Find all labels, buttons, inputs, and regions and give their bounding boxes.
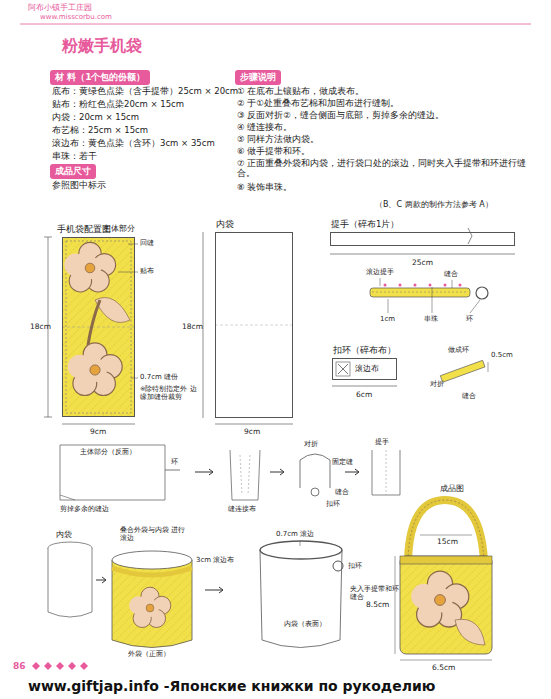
label: ③ 反面对折②，缝合侧面与底部，剪掉多余的缝边。 <box>237 110 444 120</box>
label: 3cm 滚边布 <box>196 556 234 564</box>
label: 阿布小镇手工庄园 <box>28 3 92 13</box>
label: ⑥ 做手提带和环。 <box>237 146 310 156</box>
label: ① 在底布上镶贴布，做成表布。 <box>237 86 364 96</box>
label: 9cm <box>244 427 260 436</box>
label: 15cm <box>437 537 458 546</box>
pattern-piece: 提手（碎布1片） <box>330 232 515 246</box>
label: 滚边提手 <box>366 268 394 276</box>
label: 外袋（正面） <box>128 650 170 658</box>
piece-label: 提手（碎布1片） <box>331 219 399 229</box>
pattern-piece: 手机袋配置图主体部分 <box>62 237 135 417</box>
header-text: 材 料（1个包的份额） <box>55 72 145 82</box>
label: 扣环 <box>326 500 340 508</box>
label: 8.5cm <box>366 600 389 609</box>
label: 对折 <box>304 440 318 448</box>
label: 86 <box>13 661 26 672</box>
label: www.giftjap.info -Японские книжки по рук… <box>28 678 435 695</box>
piece-label: 滚边布 <box>355 364 379 374</box>
label: 6cm <box>356 390 372 399</box>
label: 18cm <box>30 322 51 331</box>
label: ⑤ 同样方法做内袋。 <box>237 134 319 144</box>
piece-label: 扣环（碎布布） <box>333 345 396 355</box>
label: 串珠 <box>424 315 438 323</box>
label: 25cm <box>412 258 433 267</box>
label: 0.7cm 缝份 <box>140 373 178 381</box>
label: 对折 <box>430 380 444 388</box>
piece-label: 内袋 <box>216 219 234 229</box>
label: 底布：黄绿色点染（含手提带）25cm × 20cm <box>52 86 238 96</box>
label: 缝合 <box>462 392 476 400</box>
label: 贴布：粉红色点染20cm × 15cm <box>52 99 184 109</box>
label: ⑦ 正面重叠外袋和内袋，进行袋口处的滚边，同时夹入手提带和环进行缝合。 <box>237 158 535 178</box>
label: 0.5cm <box>491 351 513 359</box>
label: 固定缝 <box>332 458 353 466</box>
label: 提手 <box>375 438 389 446</box>
label: 叠合外袋与内袋 进行滚边 <box>120 526 186 543</box>
label: ⑧ 装饰串珠。 <box>237 182 292 192</box>
header-text: 步骤说明 <box>240 72 276 82</box>
label: 缝合 <box>444 270 458 278</box>
section-header: 步骤说明 <box>235 70 281 85</box>
label: 做成环 <box>448 346 469 354</box>
label: 滚边布：黄色点染（含环）3cm × 35cm <box>52 138 215 148</box>
label: 6.5cm <box>432 663 455 672</box>
label: 内袋：20cm × 15cm <box>52 112 139 122</box>
label: 9cm <box>90 427 106 436</box>
label: 串珠：若干 <box>52 151 97 161</box>
section-header: 成品尺寸 <box>50 164 96 179</box>
label: 扣环 <box>348 562 362 570</box>
label: 环 <box>466 315 473 323</box>
piece-label: 手机袋配置图 <box>57 224 111 234</box>
label: 主体部分（反面） <box>80 448 136 456</box>
label: 布艺棉：25cm × 15cm <box>52 125 148 135</box>
piece-label: 主体部分 <box>103 224 135 234</box>
label: 回缝 <box>140 239 154 247</box>
page-title: 粉嫩手机袋 <box>62 36 142 55</box>
label: 0.7cm 滚边 <box>276 530 314 538</box>
label: 缝连接布 <box>228 505 256 513</box>
label: ② 于①处重叠布艺棉和加固布进行缝制。 <box>237 98 399 108</box>
label: 参照图中标示 <box>52 180 106 190</box>
label: 内袋 <box>56 530 72 539</box>
pattern-piece: 扣环（碎布布）滚边布 <box>332 358 397 380</box>
header-text: 成品尺寸 <box>55 166 91 176</box>
section-header: 材 料（1个包的份额） <box>50 70 150 85</box>
label: 剪掉多余的缝边 <box>60 505 109 513</box>
pattern-piece: 内袋 <box>215 232 293 418</box>
label: 成品图 <box>440 484 464 494</box>
label: ④ 缝连接布。 <box>237 122 292 132</box>
label: 贴布 <box>140 267 154 275</box>
label: 缝合 <box>335 488 349 496</box>
label: ※除特别指定外 边缘加缝份裁剪 <box>140 386 202 402</box>
label: www.misscorbu.com <box>40 13 112 21</box>
label: （B、C 两款的制作方法参考 A） <box>375 200 493 210</box>
label: 夹入手提带和环缝合 <box>350 586 402 602</box>
label: 18cm <box>182 322 203 331</box>
label: 环 <box>171 458 178 466</box>
label: 1cm <box>380 315 395 323</box>
label: 内袋（表面） <box>284 620 326 628</box>
